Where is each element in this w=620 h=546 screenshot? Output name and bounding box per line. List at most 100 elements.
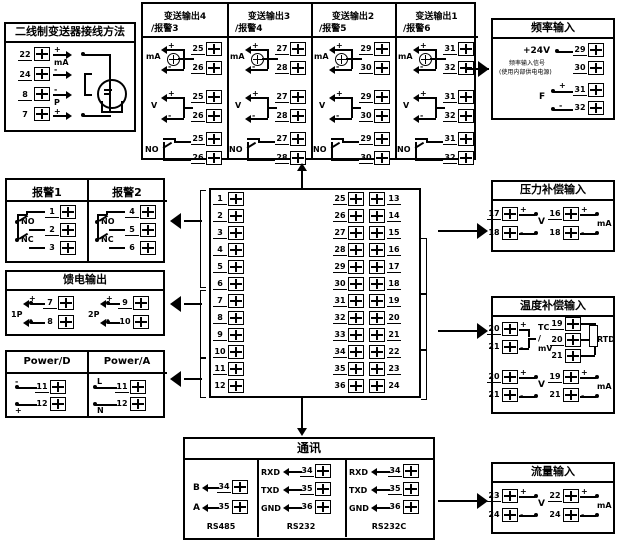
transmitter-block-subtitle: /报警5 bbox=[319, 24, 347, 34]
ma-label: mA bbox=[597, 382, 612, 391]
polarity-label: - bbox=[520, 228, 523, 237]
screw-terminal bbox=[588, 43, 604, 57]
terminal-number: 31 bbox=[443, 134, 457, 145]
v-label: V bbox=[151, 101, 158, 110]
screw-terminal bbox=[348, 277, 364, 291]
transmitter-block-subtitle: /报警6 bbox=[403, 24, 431, 34]
alarm2-title: 报警2 bbox=[112, 186, 142, 199]
screw-terminal bbox=[58, 315, 74, 329]
feed-group2-label: 2P bbox=[88, 310, 100, 319]
no-label: NO bbox=[229, 145, 243, 154]
screw-terminal bbox=[374, 61, 390, 75]
screw-terminal bbox=[133, 296, 149, 310]
rs485-label: RS485 bbox=[206, 522, 236, 531]
terminal-number: 25 bbox=[191, 92, 205, 103]
terminal-number: 18 bbox=[549, 228, 561, 237]
screw-terminal bbox=[60, 205, 76, 219]
flow-input-panel: 流量输入 23 24 + - V 22 24 + - mA bbox=[487, 462, 615, 534]
screw-terminal bbox=[290, 90, 306, 104]
terminal-number: 17 bbox=[387, 262, 401, 273]
communication-title: 通讯 bbox=[185, 439, 433, 460]
screw-terminal bbox=[369, 379, 385, 393]
feed-group1-label: 1P bbox=[11, 310, 23, 319]
terminal-number: 15 bbox=[387, 228, 401, 239]
polarity-label: + bbox=[168, 41, 175, 50]
rs232c-txd: TXD bbox=[349, 486, 368, 495]
terminal-number: 3 bbox=[213, 228, 227, 239]
terminal-number: 7 bbox=[22, 110, 28, 119]
screw-terminal bbox=[369, 362, 385, 376]
terminal-number: 22 bbox=[387, 347, 401, 358]
pressure-input-panel: 压力补偿输入 17 18 + - V 16 18 + - mA bbox=[487, 180, 615, 252]
current-source-icon bbox=[419, 53, 432, 66]
screw-terminal bbox=[34, 107, 50, 121]
terminal-number: 35 bbox=[218, 502, 230, 511]
rs485-section: B 34 A 35 RS485 bbox=[185, 460, 257, 537]
polarity-label: + bbox=[420, 41, 427, 50]
terminal-number: 27 bbox=[275, 44, 289, 55]
terminal-number: 4 bbox=[213, 245, 227, 256]
polarity-label: - bbox=[54, 85, 58, 94]
terminal-number: 32 bbox=[443, 153, 457, 164]
p-label: P bbox=[54, 98, 60, 107]
screw-terminal bbox=[458, 151, 474, 165]
connector-wire bbox=[438, 230, 483, 232]
terminal-number: 9 bbox=[118, 298, 132, 309]
screw-terminal bbox=[315, 482, 331, 496]
terminal-number: 24 bbox=[488, 510, 500, 519]
f-label: F bbox=[539, 92, 546, 102]
feed-output-panel: 馈电输出 1P + - 7 8 2P + - 9 10 bbox=[5, 270, 165, 336]
terminal-number: 22 bbox=[18, 50, 32, 61]
screw-terminal bbox=[290, 132, 306, 146]
terminal-number: 25 bbox=[191, 44, 205, 55]
terminal-number: 27 bbox=[275, 134, 289, 145]
terminal-number: 5 bbox=[125, 225, 139, 236]
screw-terminal bbox=[50, 380, 66, 394]
rs232-label: RS232 bbox=[286, 522, 316, 531]
polarity-label: + bbox=[520, 205, 527, 214]
terminal-number: 25 bbox=[191, 134, 205, 145]
rtd-label: RTD bbox=[597, 335, 615, 344]
screw-terminal bbox=[348, 226, 364, 240]
polarity-label: + bbox=[581, 205, 588, 214]
polarity-label: - bbox=[520, 343, 523, 352]
screw-terminal bbox=[369, 209, 385, 223]
polarity-label: + bbox=[581, 368, 588, 377]
terminal-number: 1 bbox=[213, 194, 227, 205]
v-label: V bbox=[235, 101, 242, 110]
terminal-number: 36 bbox=[389, 502, 401, 511]
screw-terminal bbox=[34, 87, 50, 101]
terminal-number: 6 bbox=[213, 279, 227, 290]
group-bracket bbox=[421, 350, 427, 400]
terminal-number: 26 bbox=[191, 153, 205, 164]
current-source-icon bbox=[251, 53, 264, 66]
tc-separator: / bbox=[538, 334, 541, 343]
screw-terminal bbox=[228, 328, 244, 342]
no-label: NO bbox=[21, 217, 35, 226]
screw-terminal bbox=[502, 489, 518, 503]
polarity-label: - bbox=[520, 391, 523, 400]
screw-terminal bbox=[403, 464, 419, 478]
connector-wire bbox=[301, 170, 303, 190]
screw-terminal bbox=[374, 132, 390, 146]
screw-terminal bbox=[369, 311, 385, 325]
frequency-note-line2: (使用内部供电电源) bbox=[499, 69, 552, 76]
screw-terminal bbox=[374, 90, 390, 104]
screw-terminal bbox=[228, 260, 244, 274]
power-dc-title: Power/D bbox=[23, 356, 71, 367]
connector-arrow bbox=[477, 323, 488, 339]
screw-terminal bbox=[228, 192, 244, 206]
terminal-number: 27 bbox=[275, 92, 289, 103]
rs232-rxd: RXD bbox=[261, 468, 280, 477]
alarm1-title: 报警1 bbox=[32, 186, 62, 199]
group-bracket bbox=[421, 238, 427, 294]
rs485-line-b: B bbox=[193, 483, 200, 493]
ma-label: mA bbox=[54, 58, 69, 67]
screw-terminal bbox=[206, 151, 222, 165]
terminal-number: 29 bbox=[359, 134, 373, 145]
screw-terminal bbox=[458, 90, 474, 104]
screw-terminal bbox=[588, 61, 604, 75]
rs232c-rxd: RXD bbox=[349, 468, 368, 477]
alarm-panel: 报警1 1 2 3 NO NC 报警2 4 5 6 NO NC bbox=[5, 178, 167, 263]
connector-wire bbox=[438, 330, 483, 332]
